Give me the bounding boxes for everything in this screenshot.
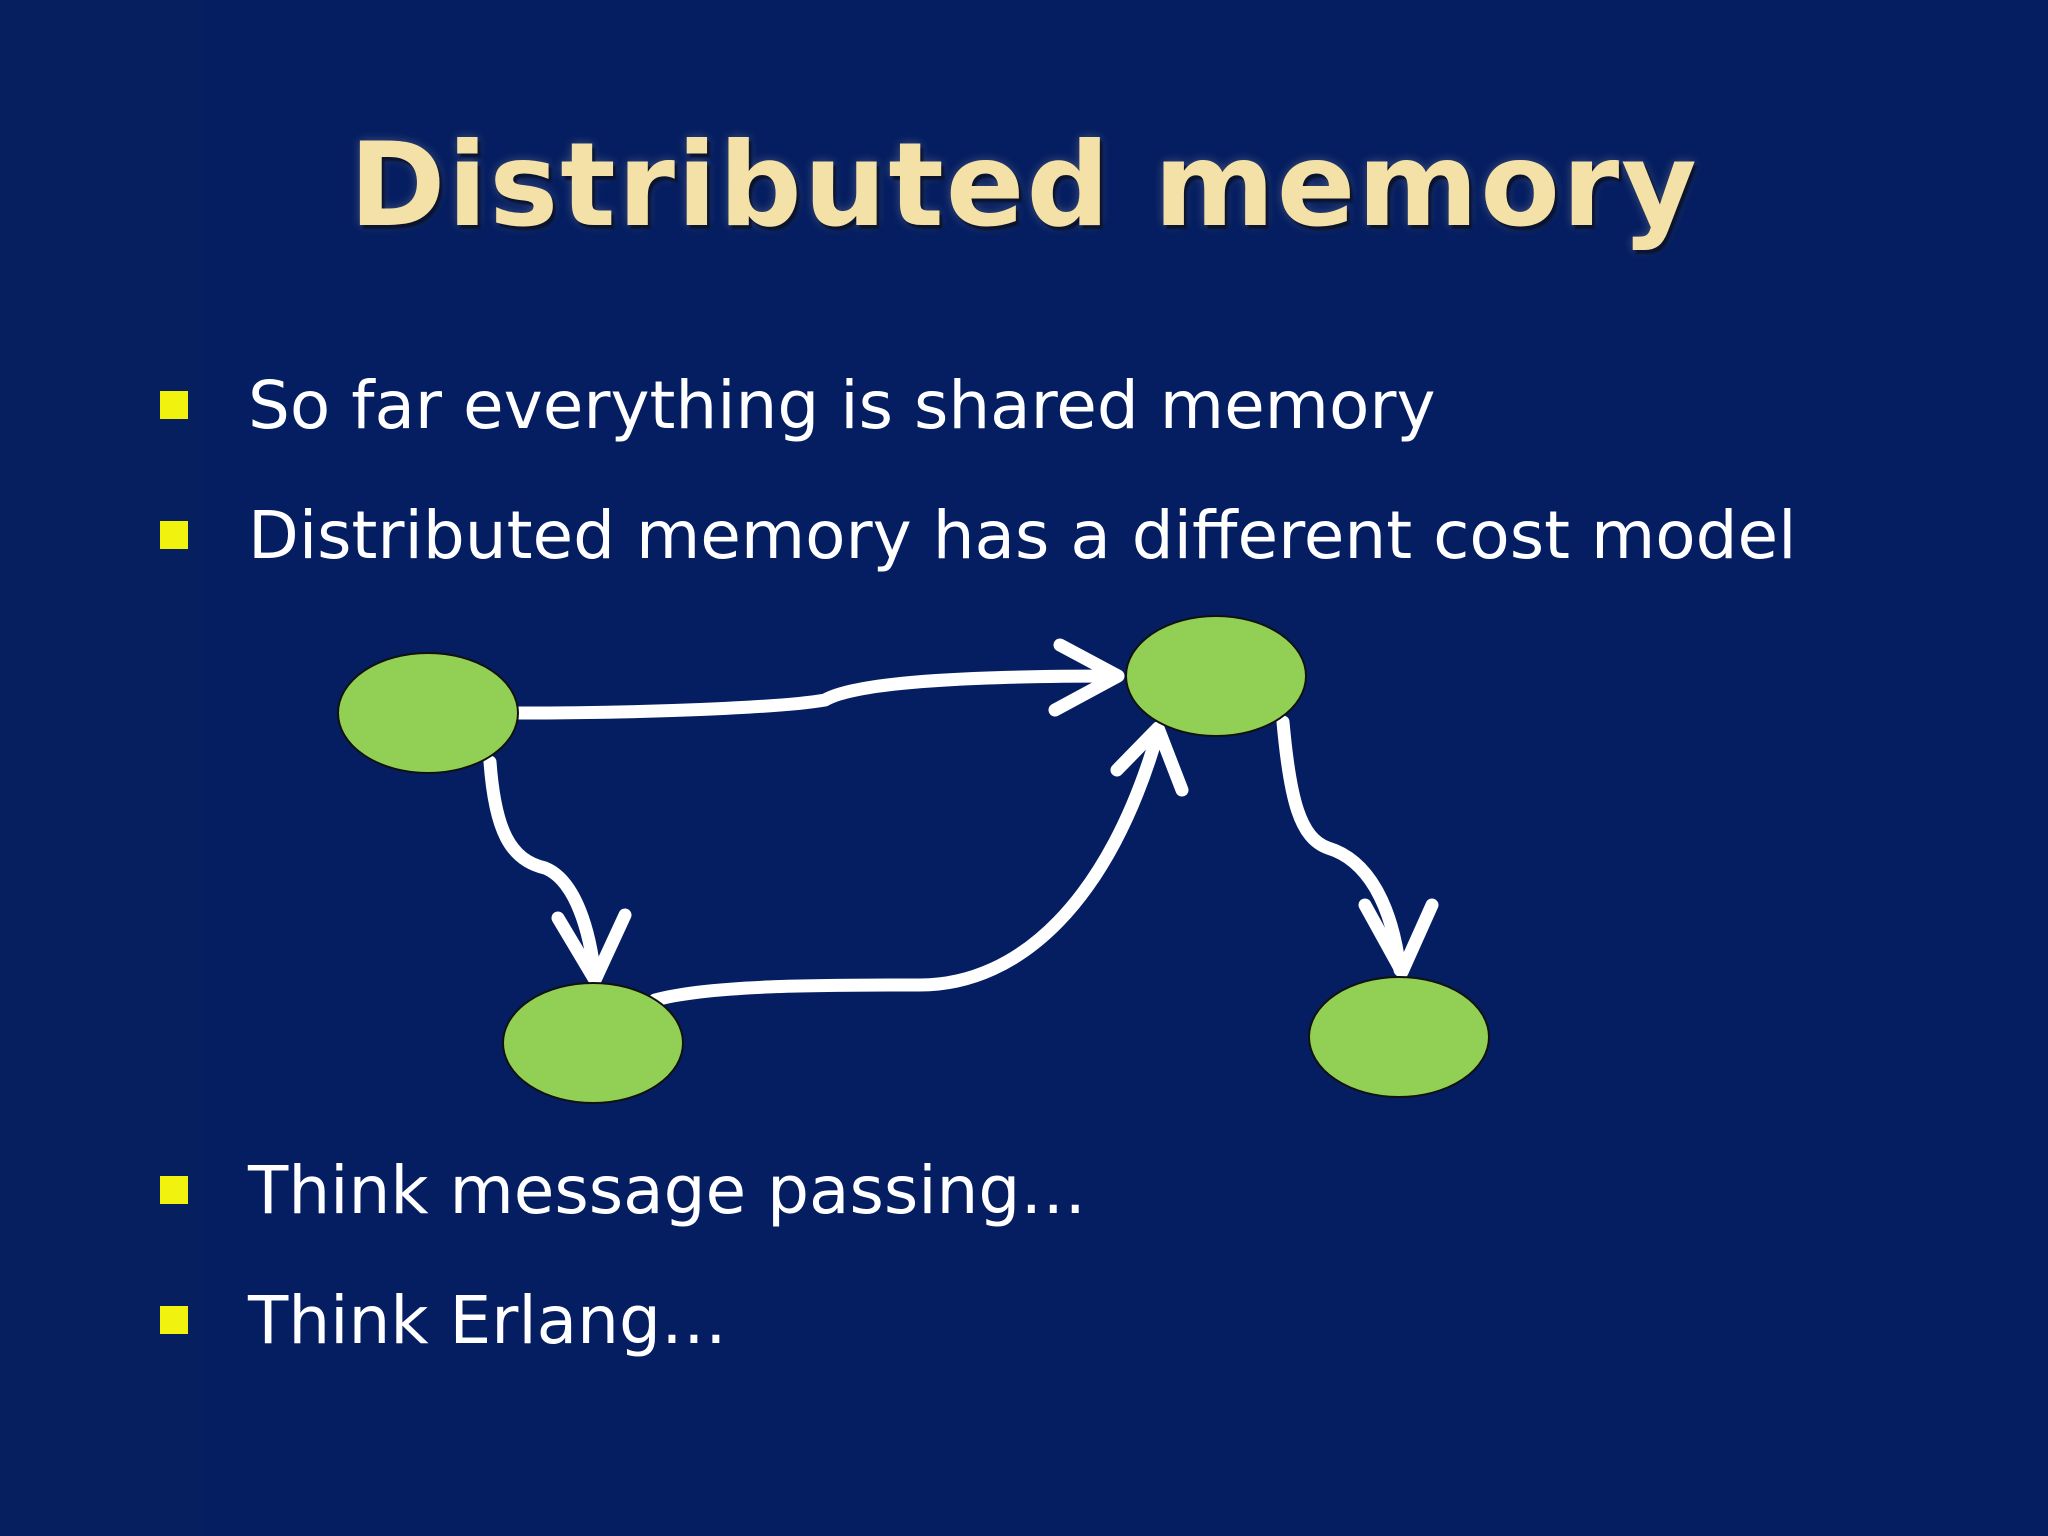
arrow-line [1276,715,1407,977]
slide-title: Distributed memory [349,118,1699,253]
arrow-line [483,755,602,985]
square-bullet-icon [160,391,188,419]
square-bullet-icon [160,1306,188,1334]
bullet-text: Distributed memory has a different cost … [248,496,1797,574]
arrow-head [1110,721,1189,797]
background-band [0,0,205,1536]
node-ellipse [1308,976,1490,1098]
arrow-head [1358,898,1439,979]
bullet-item: So far everything is shared memory [160,355,1436,455]
arrow-head [1048,638,1125,717]
arrow-line [648,725,1165,1007]
bullet-item: Distributed memory has a different cost … [160,485,1797,585]
arrow-line [511,669,1122,720]
square-bullet-icon [160,521,188,549]
node-ellipse [1125,615,1307,737]
node-ellipse [502,982,684,1104]
square-bullet-icon [160,1176,188,1204]
arrow-head [551,908,632,987]
bullet-text: Think Erlang… [248,1281,727,1359]
bullet-text: So far everything is shared memory [248,366,1436,444]
bullet-item: Think message passing… [160,1140,1086,1240]
bullet-text: Think message passing… [248,1151,1087,1229]
bullet-item: Think Erlang… [160,1270,727,1370]
node-ellipse [337,652,519,774]
